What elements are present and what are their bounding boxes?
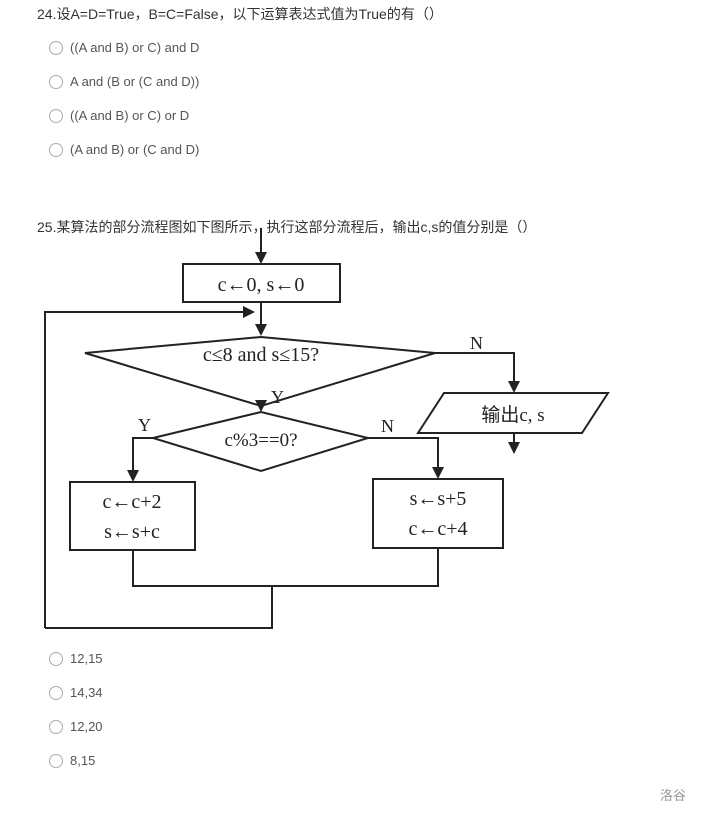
option-label: 8,15 xyxy=(70,753,96,768)
option-label: ((A and B) or C) or D xyxy=(70,108,190,123)
yes-box-line-1: c←c+2 xyxy=(102,491,161,513)
no-box-line-1: s←s+5 xyxy=(410,488,467,510)
loop-back-line xyxy=(44,306,255,628)
init-box xyxy=(182,263,341,303)
return-line xyxy=(45,586,273,629)
question-25-title: 25.某算法的部分流程图如下图所示，执行这部分流程后，输出c,s的值分别是（） xyxy=(37,219,537,235)
q24-option-a[interactable]: ((A and B) or C) and D xyxy=(49,40,199,55)
mod-no-line xyxy=(368,437,444,479)
output-text: 输出c, s xyxy=(481,404,544,426)
q25-option-c[interactable]: 12,20 xyxy=(49,719,103,734)
q24-option-d[interactable]: (A and B) or (C and D) xyxy=(49,142,199,157)
mod-yes-line xyxy=(127,437,153,482)
radio-button[interactable] xyxy=(49,108,63,123)
radio-button[interactable] xyxy=(49,40,63,55)
option-label: (A and B) or (C and D) xyxy=(70,142,200,157)
option-label: 12,20 xyxy=(70,719,103,734)
merge-line xyxy=(132,548,439,587)
no-box-line-2: c←c+4 xyxy=(408,518,467,540)
watermark: 洛谷 xyxy=(660,788,687,803)
radio-button[interactable] xyxy=(49,74,63,89)
cond2-text: c%3==0? xyxy=(224,430,297,451)
question-24-title: 24.设A=D=True，B=C=False，以下运算表达式值为True的有（） xyxy=(37,6,443,22)
option-label: 14,34 xyxy=(70,685,103,700)
option-label: A and (B or (C and D)) xyxy=(70,74,200,89)
init-text: c←0, s←0 xyxy=(218,274,305,296)
option-label: 12,15 xyxy=(70,651,103,666)
label-no: N xyxy=(381,416,394,436)
label-yes: Y xyxy=(138,415,151,435)
q25-option-b[interactable]: 14,34 xyxy=(49,685,103,700)
radio-button[interactable] xyxy=(49,753,63,768)
no-process-box xyxy=(372,478,504,549)
option-label: ((A and B) or C) and D xyxy=(70,40,200,55)
yes-box-line-2: s←s+c xyxy=(104,521,160,543)
yes-process-box xyxy=(69,481,196,551)
cond1-text: c≤8 and s≤15? xyxy=(203,344,319,366)
q24-option-b[interactable]: A and (B or (C and D)) xyxy=(49,74,199,89)
q25-option-a[interactable]: 12,15 xyxy=(49,651,103,666)
output-parallelogram xyxy=(416,392,610,434)
radio-button[interactable] xyxy=(49,142,63,157)
radio-button[interactable] xyxy=(49,685,63,700)
label-no: N xyxy=(470,333,483,353)
q25-option-d[interactable]: 8,15 xyxy=(49,753,95,768)
no-branch-line xyxy=(435,352,520,393)
q24-option-c[interactable]: ((A and B) or C) or D xyxy=(49,108,189,123)
radio-button[interactable] xyxy=(49,719,63,734)
label-yes: Y xyxy=(271,387,284,407)
radio-button[interactable] xyxy=(49,651,63,666)
